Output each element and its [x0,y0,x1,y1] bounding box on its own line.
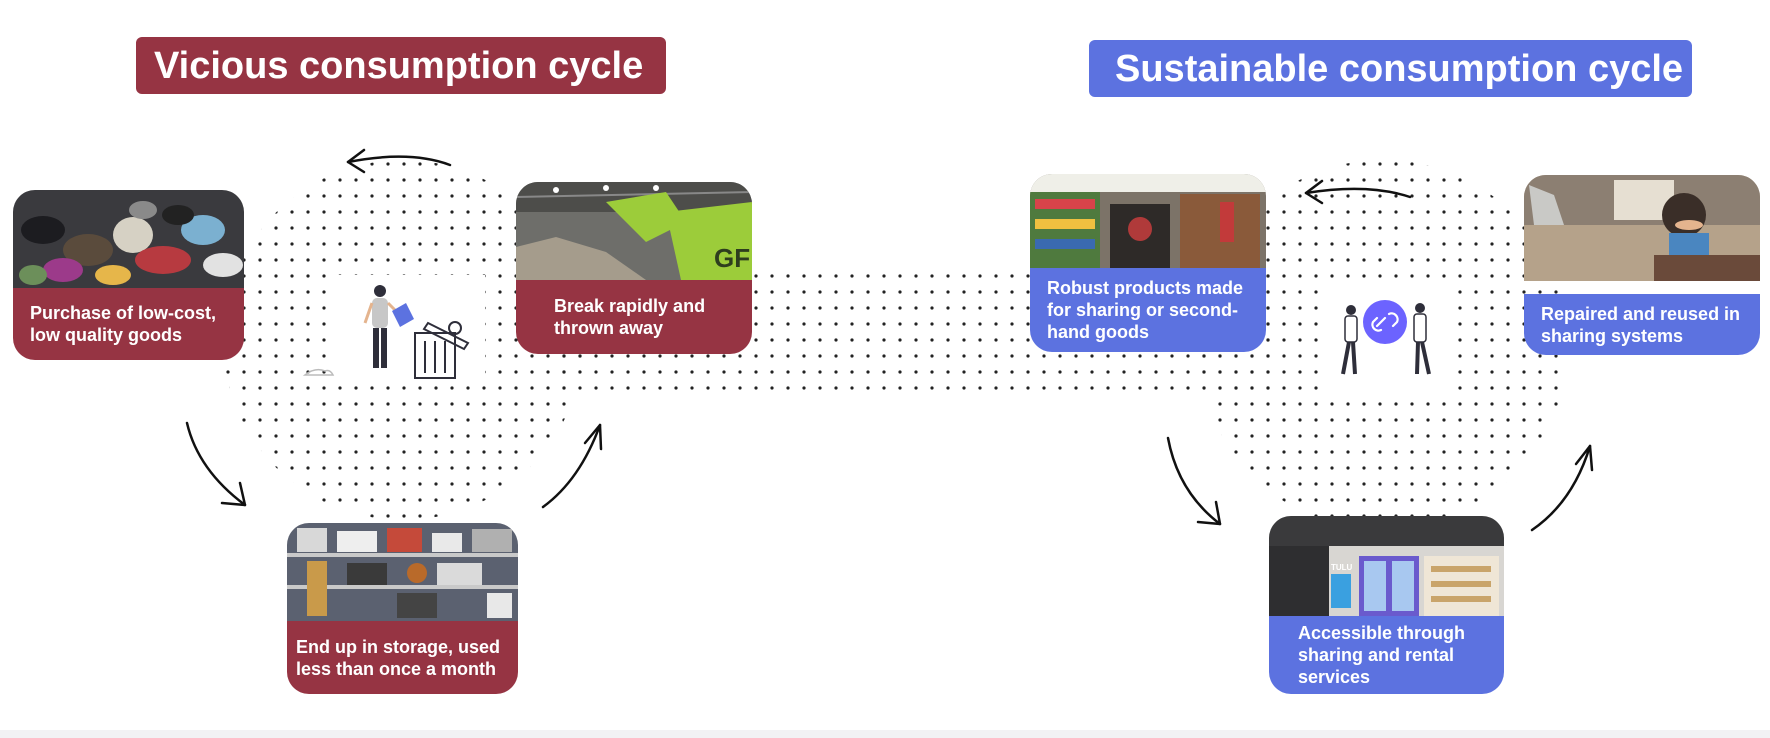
arrow-down-left-icon [185,421,247,507]
sustainable-cycle-title: Sustainable consumption cycle [1089,40,1692,97]
person-repairing-item-photo [1524,175,1760,281]
second-hand-store-photo [1030,174,1266,268]
cluttered-storage-shelves-photo [287,523,518,621]
vicious-step-purchase-label: Purchase of low-cost, low quality goods [13,288,244,360]
arrow-down-left-icon [1166,436,1222,526]
rental-lockers-photo: TULU [1269,516,1504,616]
arrow-up-right-icon [541,423,603,509]
sustainable-step-repaired-label: Repaired and reused in sharing systems [1524,294,1760,355]
arrow-top-left-icon [1304,179,1412,205]
waste-facility-excavator-photo: GF [516,182,752,280]
vicious-step-storage-label: End up in storage, used less than once a… [287,621,518,694]
vicious-step-break: GF Break rapidly and thrown away [516,182,752,354]
vicious-cycle-title: Vicious consumption cycle [136,37,666,94]
person-throwing-away-item-icon [302,285,470,379]
arrow-up-right-icon [1530,444,1594,532]
vicious-step-break-label: Break rapidly and thrown away [516,280,752,354]
two-people-sharing-link-icon [1341,300,1431,375]
arrow-top-left-icon [346,148,452,174]
footer-band [0,730,1770,738]
sustainable-step-accessible: TULU Accessible through sharing and rent… [1269,516,1504,694]
gf-sign-text: GF [714,243,750,273]
vicious-step-purchase: Purchase of low-cost, low quality goods [13,190,244,360]
sustainable-step-repaired: Repaired and reused in sharing systems [1524,175,1760,355]
vicious-step-storage: End up in storage, used less than once a… [287,523,518,694]
sustainable-step-robust-label: Robust products made for sharing or seco… [1030,268,1266,352]
sustainable-step-accessible-label: Accessible through sharing and rental se… [1269,616,1504,694]
pile-of-cheap-goods-photo [13,190,244,288]
tulu-sign-text: TULU [1331,563,1353,572]
sustainable-step-robust: Robust products made for sharing or seco… [1030,174,1266,352]
